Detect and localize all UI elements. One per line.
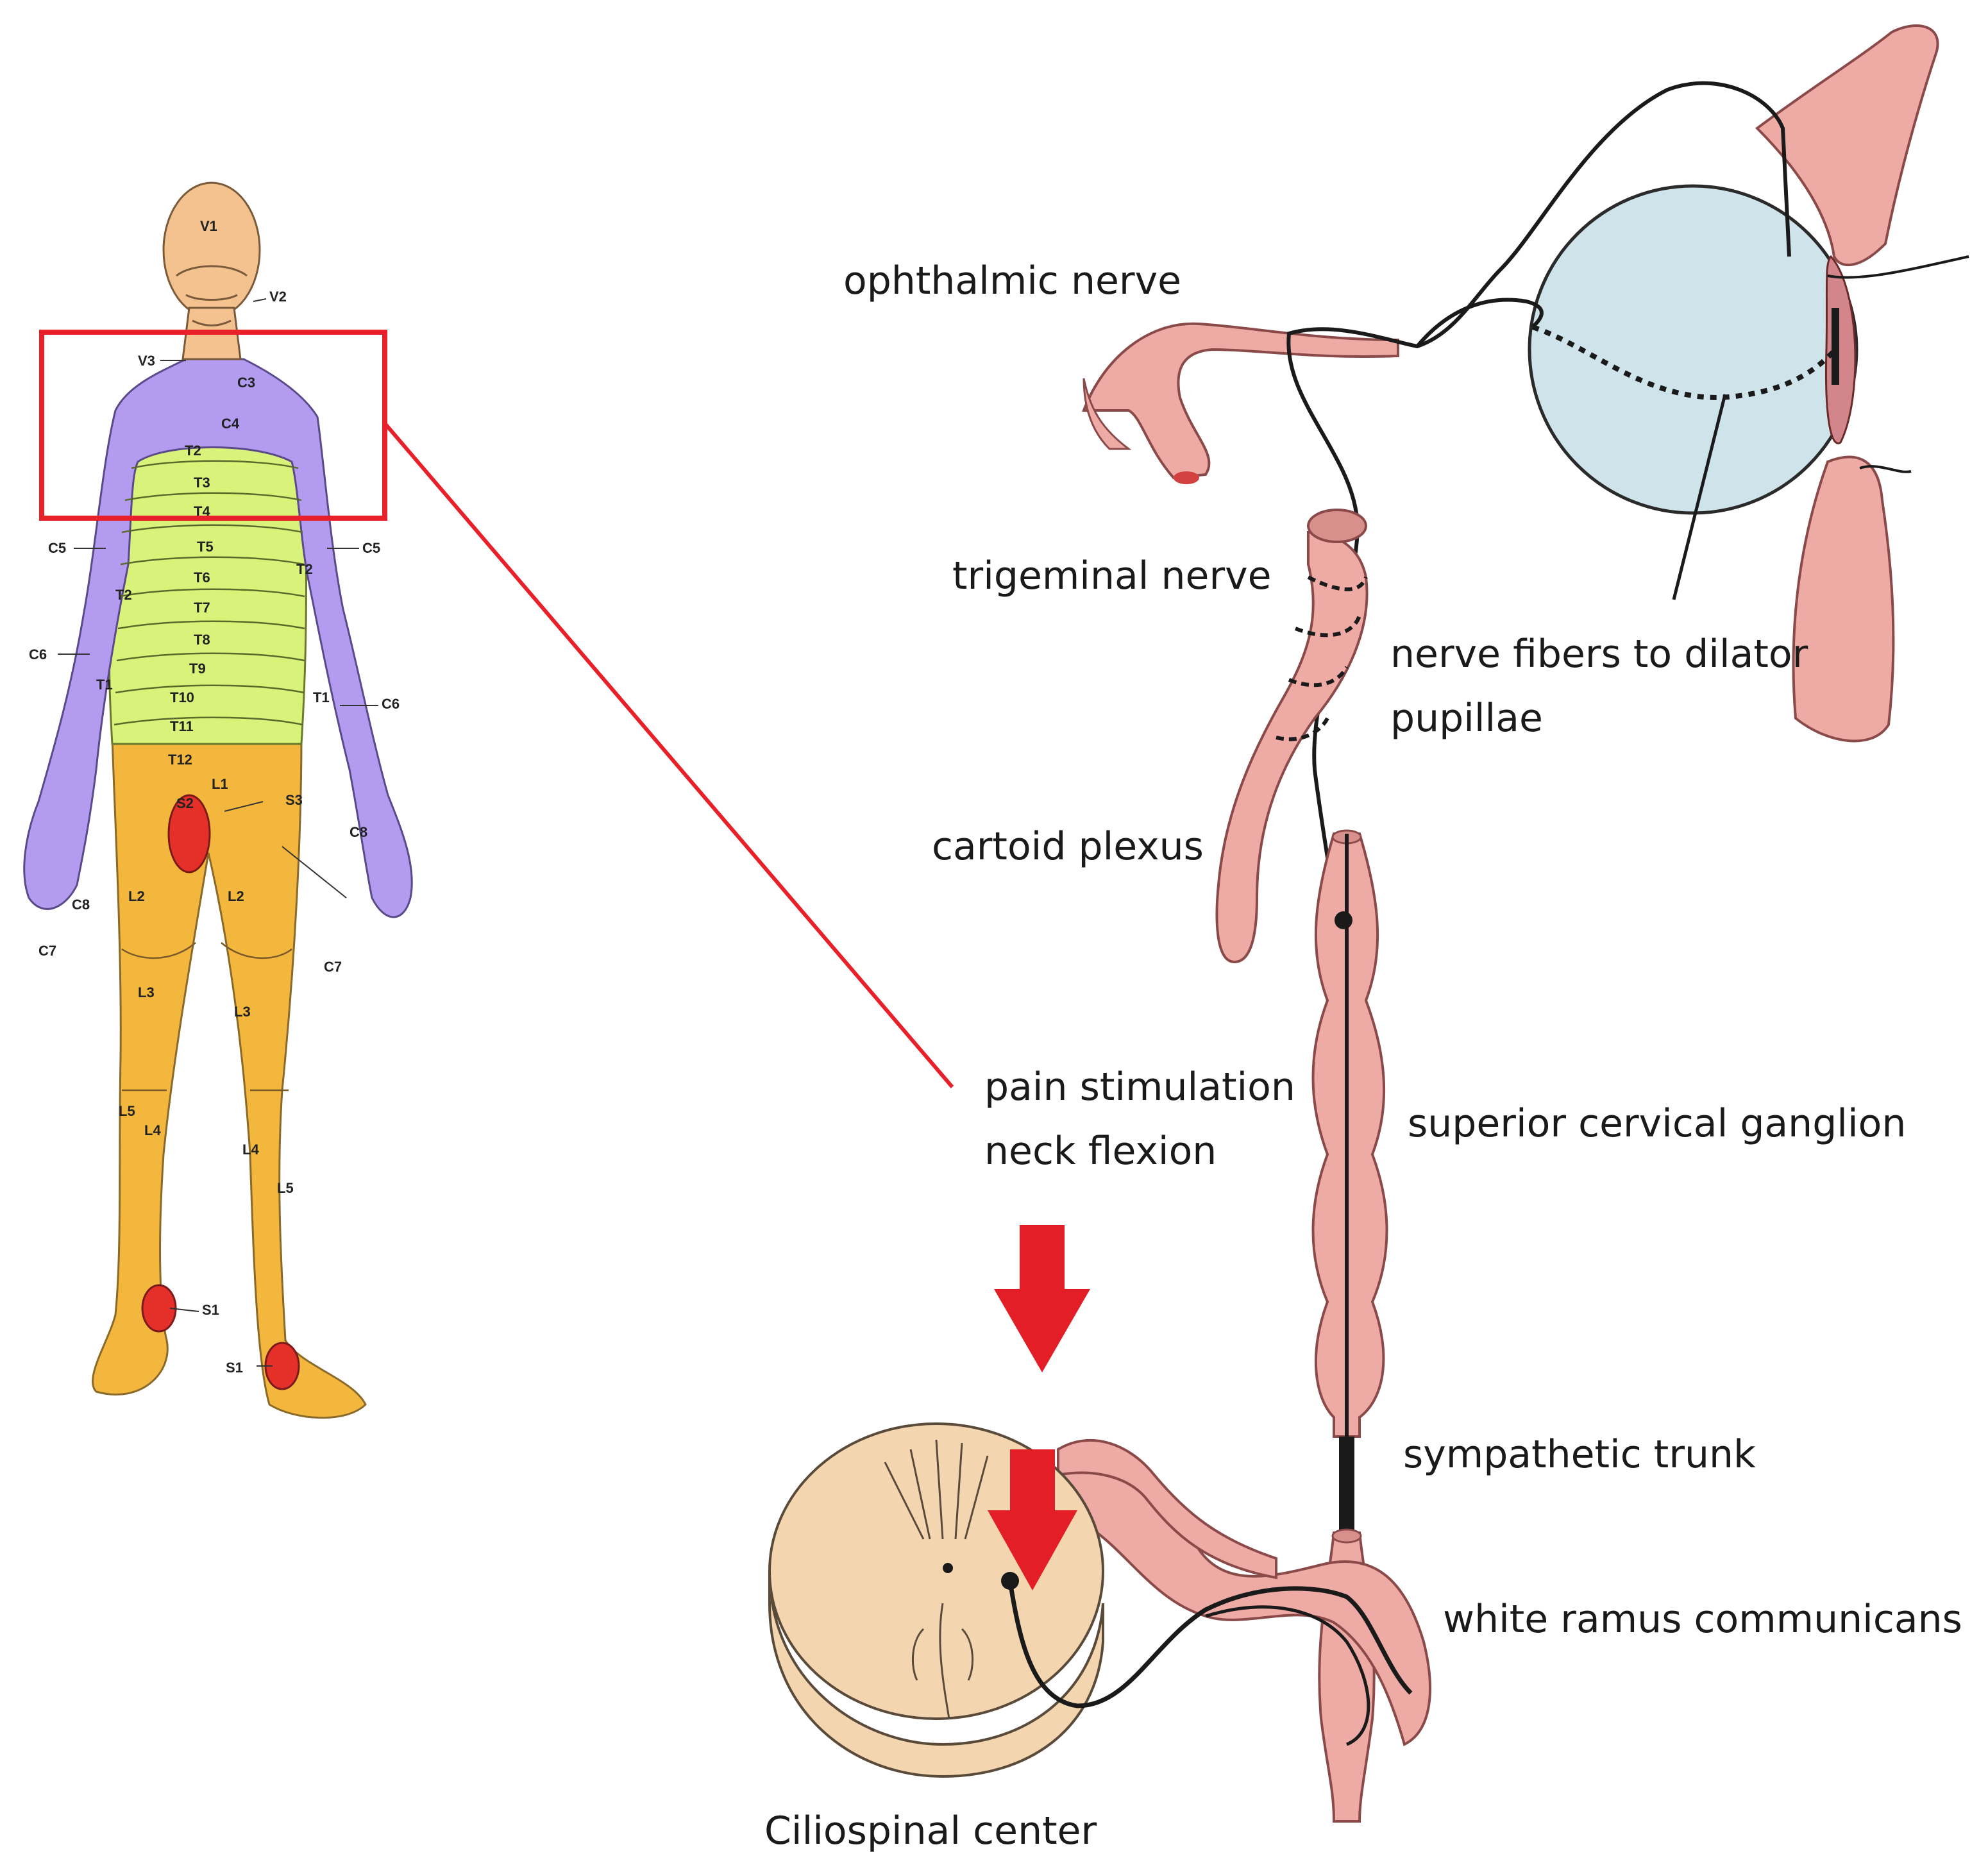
sympathetic-trunk-segment [1339, 1437, 1354, 1533]
ophthalmic-nerve-trunk [1082, 322, 1399, 480]
label-t9: T9 [189, 661, 206, 677]
label-l3-left: L3 [138, 984, 155, 1000]
label-c4: C4 [221, 416, 240, 432]
label-t2-right: T2 [296, 561, 313, 577]
label-c5-left: C5 [48, 540, 66, 556]
dermatome-leader-lines [58, 298, 378, 1367]
label-c3: C3 [237, 375, 255, 391]
label-t7: T7 [194, 600, 210, 616]
label-v2: V2 [269, 289, 287, 305]
carotid-artery-opening [1307, 509, 1367, 543]
label-t11: T11 [170, 718, 194, 734]
white-ramus-fiber [1205, 1605, 1370, 1746]
carotid-plexus-wrap [1276, 575, 1368, 741]
nerve-cut-tip [1174, 471, 1199, 484]
label-pain-line1: pain stimulation [984, 1065, 1295, 1109]
dermatome-lumbar-region [92, 736, 367, 1419]
label-t2-left: T2 [115, 587, 132, 603]
thoracic-stripe-lines [114, 460, 305, 726]
label-superior-cervical-ganglion: superior cervical ganglion [1408, 1101, 1907, 1146]
superior-cervical-ganglion-body [1311, 832, 1388, 1438]
face-features-icon [176, 265, 248, 326]
spinal-cord-side [768, 1571, 1104, 1778]
dermatome-label-group: V1 V2 V3 C3 C4 T2 T3 T4 T5 T6 T7 T8 T9 T… [29, 218, 400, 1376]
red-arrow-top [994, 1225, 1090, 1372]
dilator-pointer-line [1672, 394, 1727, 600]
label-ophthalmic-nerve: ophthalmic nerve [843, 258, 1182, 303]
ophthalmic-nerve-structure [1082, 322, 1399, 484]
ganglion-synapse-dot [1335, 911, 1352, 929]
lower-eye-fiber [1859, 465, 1912, 473]
upper-eyelid-muscle [1755, 24, 1939, 266]
label-s2: S2 [176, 795, 194, 811]
label-v1: V1 [200, 218, 217, 234]
label-sympathetic-trunk: sympathetic trunk [1403, 1432, 1756, 1477]
highlight-connector-line [383, 422, 954, 1088]
label-c8-left: C8 [72, 897, 90, 913]
dermatome-body-figure: V1 V2 V3 C3 C4 T2 T3 T4 T5 T6 T7 T8 T9 T… [23, 181, 413, 1419]
label-nerve-fibers-line1: nerve fibers to dilator [1390, 632, 1808, 677]
label-t2-center: T2 [185, 443, 201, 459]
label-t5: T5 [197, 539, 214, 555]
label-l3-right: L3 [234, 1004, 251, 1020]
dermatome-cervical-region [23, 358, 413, 918]
iris-pupil [1824, 255, 1857, 444]
carotid-artery [1215, 509, 1369, 964]
label-t10: T10 [170, 689, 194, 705]
label-nerve-fibers-line2: pupillae [1390, 696, 1543, 741]
label-t12: T12 [168, 752, 192, 768]
eye-illustration [1528, 24, 1939, 743]
label-l5-left: L5 [119, 1103, 135, 1119]
label-carotid-plexus: cartoid plexus [932, 824, 1204, 869]
label-c6-left: C6 [29, 646, 47, 662]
label-v3: V3 [138, 353, 155, 369]
label-trigeminal-nerve: trigeminal nerve [952, 553, 1272, 598]
label-s3: S3 [285, 792, 303, 808]
label-c7-left: C7 [38, 943, 56, 959]
dermatome-head [162, 181, 261, 319]
label-t1-right: T1 [313, 689, 330, 705]
label-t8: T8 [194, 632, 210, 648]
cord-grey-matter-lines [884, 1439, 989, 1719]
label-ciliospinal-center: Ciliospinal center [764, 1809, 1097, 1853]
label-c8-right: C8 [350, 824, 367, 840]
preganglionic-fiber [1007, 1580, 1413, 1708]
label-l2-left: L2 [128, 888, 145, 904]
dilator-fibers-dotted [1531, 325, 1837, 401]
carotid-artery-tube [1215, 530, 1369, 964]
lower-eyelid-muscle [1792, 455, 1895, 743]
upper-eye-fiber [1827, 255, 1969, 279]
label-c6-right: C6 [382, 696, 400, 712]
label-t3: T3 [194, 475, 210, 491]
label-l2-right: L2 [228, 888, 244, 904]
lower-trunk-opening [1331, 1528, 1362, 1544]
sympathetic-fiber-branch [1415, 298, 1544, 348]
label-pain-line2: neck flexion [984, 1129, 1217, 1174]
eyeball [1528, 184, 1858, 515]
label-s1-right: S1 [226, 1360, 243, 1376]
label-white-ramus: white ramus communicans [1443, 1597, 1962, 1642]
sympathetic-chain [1311, 829, 1388, 1823]
label-s1-left: S1 [202, 1302, 219, 1318]
label-l4-right: L4 [242, 1142, 259, 1158]
dermatome-sacral-genital [167, 794, 211, 873]
ophthalmic-nerve-cut-end [1082, 378, 1132, 450]
label-l5-right: L5 [277, 1180, 294, 1196]
label-t6: T6 [194, 569, 210, 586]
label-t1-left: T1 [96, 677, 113, 693]
label-l4-left: L4 [144, 1122, 161, 1138]
label-c7-right: C7 [324, 959, 342, 975]
lumbar-lines [121, 942, 292, 1092]
dorsal-root [1057, 1439, 1277, 1580]
red-arrow-bottom [988, 1449, 1077, 1590]
label-l1: L1 [212, 776, 228, 792]
label-c5-right: C5 [362, 540, 380, 556]
central-canal [943, 1563, 953, 1573]
